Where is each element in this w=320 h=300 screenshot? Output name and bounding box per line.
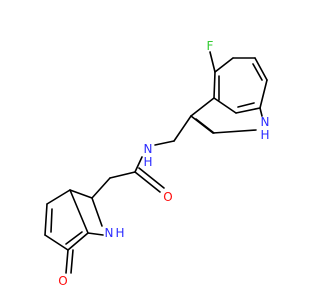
atom-label-indole-h: H: [260, 128, 269, 142]
bond-line: [259, 79, 268, 109]
atom-label-lactam-n: N: [105, 226, 114, 240]
bond-line: [46, 189, 71, 205]
bond-line: [134, 171, 161, 193]
bond-line: [44, 203, 48, 236]
atom-label-carbonyl-oxygen: O: [163, 190, 172, 204]
bond-line: [44, 234, 69, 251]
bond-line: [134, 156, 143, 173]
bond-line: [154, 140, 175, 146]
atom-label-amide-n: N: [144, 142, 153, 156]
bond-line: [213, 71, 216, 99]
atom-label-lactam-h: H: [115, 226, 124, 240]
canvas-background: [0, 0, 300, 300]
bond-line: [212, 129, 257, 134]
bond-line-double: [70, 249, 74, 274]
bond-line-double: [237, 102, 255, 108]
bond-line: [91, 197, 103, 227]
bond-line-double: [50, 208, 53, 233]
atom-label-amide-h: H: [143, 155, 152, 169]
bond-line-double: [195, 118, 215, 134]
bond-line: [173, 115, 192, 142]
atom-label-lactam-oxygen: O: [58, 274, 67, 288]
atom-label-indole-n: N: [261, 115, 270, 129]
atom-label-fluorine: F: [207, 39, 214, 53]
bond-line: [209, 51, 216, 73]
bond-line: [213, 97, 237, 114]
bond-line: [65, 249, 69, 274]
bond-line: [67, 232, 89, 251]
bond-line-double: [252, 63, 263, 81]
bond-line: [190, 97, 215, 117]
bond-line: [259, 107, 263, 117]
bond-line-double: [138, 167, 165, 189]
bond-line: [91, 177, 111, 199]
bond-line: [109, 171, 136, 179]
bond-line: [87, 232, 104, 236]
bond-lines: [44, 51, 268, 274]
bond-line: [254, 57, 268, 81]
bond-line: [69, 189, 93, 199]
bond-line-double: [65, 231, 83, 245]
bond-line: [214, 57, 234, 73]
bond-line: [69, 189, 89, 234]
molecule-structure: F N H N H N H O O: [0, 0, 300, 300]
bond-line: [235, 107, 261, 114]
